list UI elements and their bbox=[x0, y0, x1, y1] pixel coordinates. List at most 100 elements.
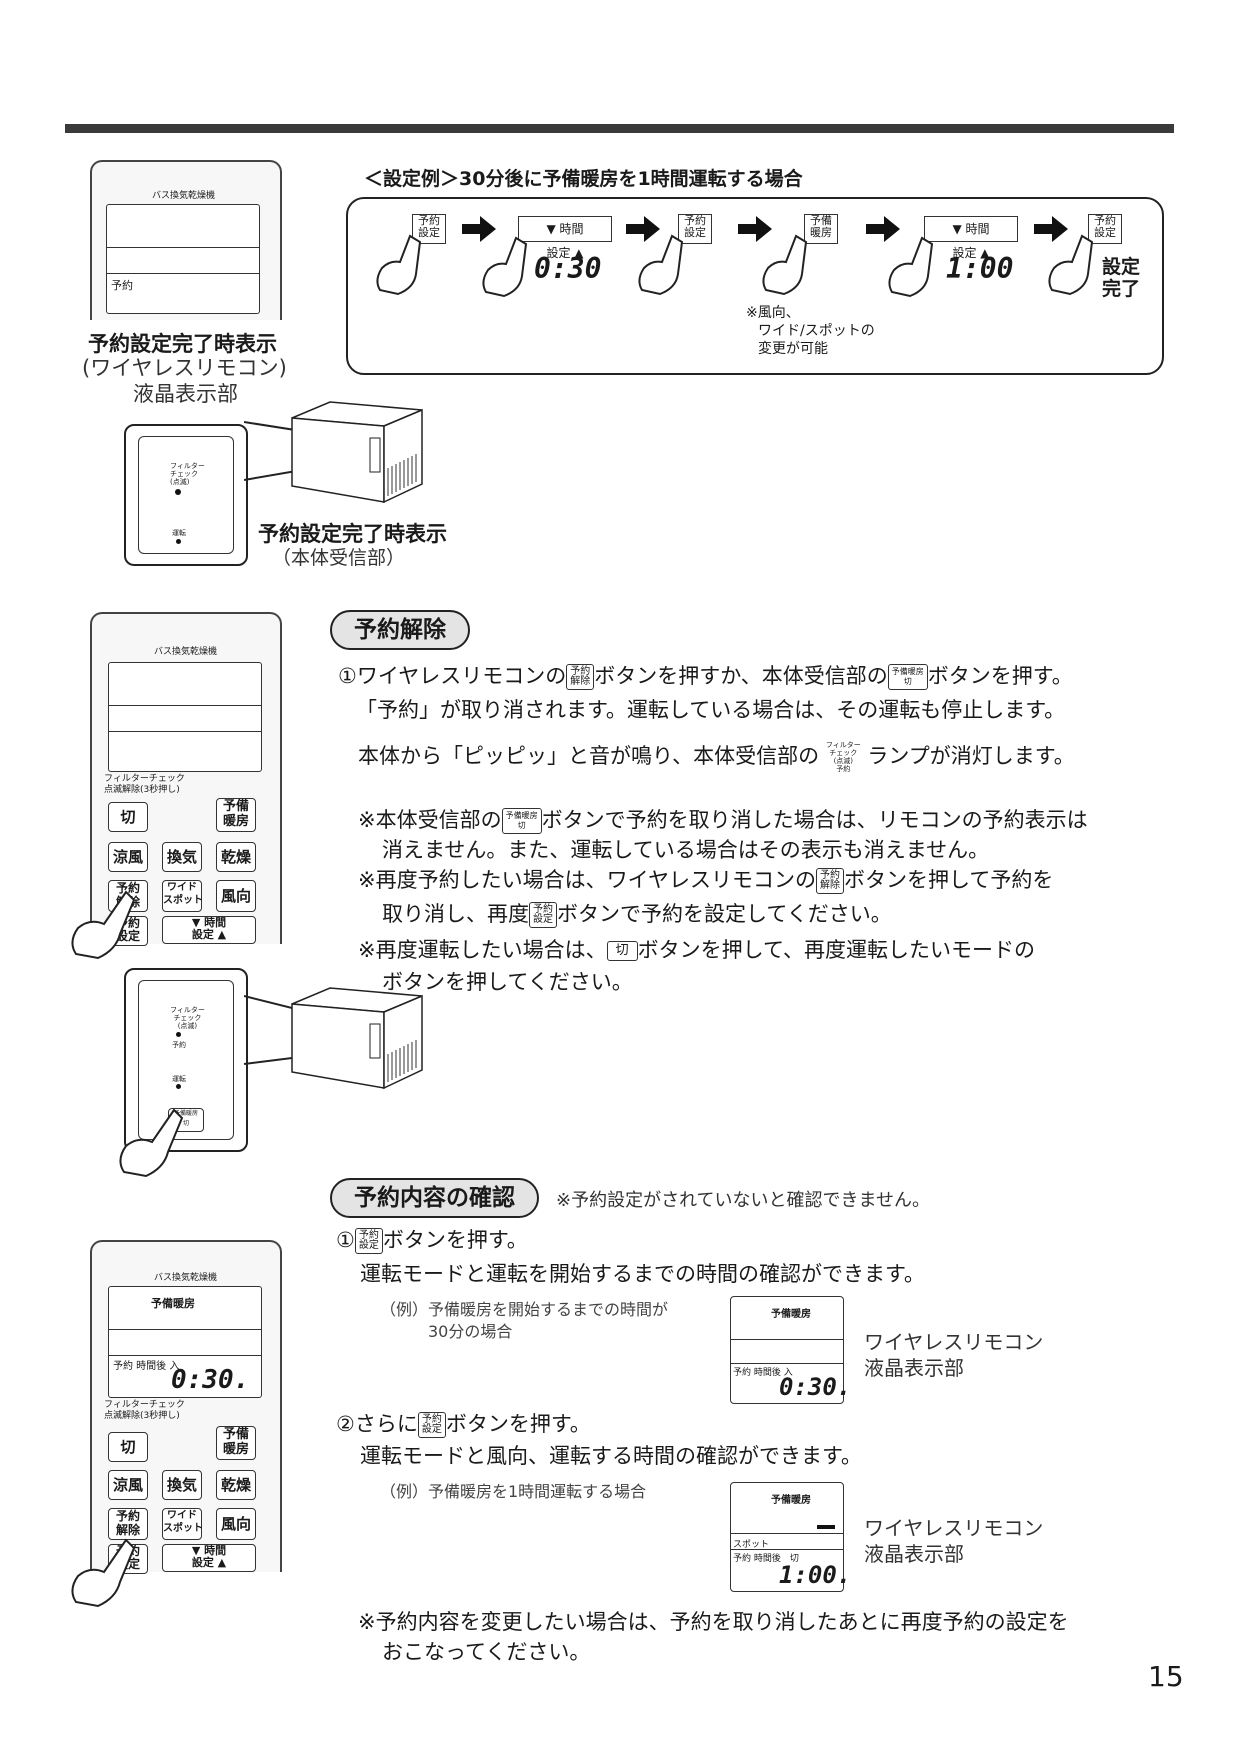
step4-note-line2: ワイド/スポットの bbox=[758, 323, 875, 339]
step4-preheat-button: 予備 暖房 bbox=[804, 214, 838, 244]
step2-hand-icon bbox=[482, 236, 528, 298]
remote-lcd: 予約 bbox=[106, 204, 260, 314]
remote-control-3: バス換気乾燥機 予備暖房 予約 時間後 入 0:30. フィルターチェック 点滅… bbox=[90, 1240, 282, 1574]
remote3-off-button[interactable]: 切 bbox=[108, 1432, 148, 1462]
arrow-icon-2 bbox=[626, 216, 660, 242]
unit2-lamp-run-icon bbox=[176, 1084, 181, 1089]
remote2-wind-dir-button[interactable]: 風向 bbox=[216, 880, 256, 912]
confirm-step1-a: ① bbox=[336, 1228, 355, 1252]
remote3-lcd-title: 予備暖房 bbox=[151, 1297, 195, 1310]
cancel-note2-a: ※再度予約したい場合は、ワイヤレスリモコンの bbox=[358, 868, 816, 892]
confirm-step2-a: ②さらに bbox=[336, 1412, 418, 1436]
cancel-note1-cont: 消えません。また、運転している場合はその表示も消えません。 bbox=[382, 838, 990, 862]
remote2-off-button[interactable]: 切 bbox=[108, 802, 148, 832]
cancel-note2-cont: 取り消し、再度予約 設定ボタンで予約を設定してください。 bbox=[382, 898, 892, 928]
arrow-icon-5 bbox=[1034, 216, 1068, 242]
unit2-lamp-filter-label: フィルター チェック (点滅) bbox=[170, 1006, 205, 1030]
remote3-hand-icon bbox=[71, 1538, 136, 1608]
remote3-wide-spot-button[interactable]: ワイド スポット bbox=[162, 1508, 203, 1540]
example1-line1: （例）予備暖房を開始するまでの時間が bbox=[380, 1300, 669, 1319]
example-heading: ＜設定例＞30分後に予備暖房を1時間運転する場合 bbox=[364, 168, 803, 190]
cancel-line1-a: ①ワイヤレスリモコンの bbox=[338, 664, 567, 688]
remote3-cool-button[interactable]: 涼風 bbox=[108, 1470, 148, 1500]
cancel-note2-d: ボタンで予約を設定してください。 bbox=[557, 902, 892, 926]
lcd-sample-2-value: 1:00. bbox=[779, 1561, 852, 1589]
step5-display-value: 1:00 bbox=[946, 252, 1014, 285]
reserve-cancel-key-icon: 予約 解除 bbox=[566, 664, 595, 690]
remote3-vent-button[interactable]: 換気 bbox=[162, 1470, 202, 1500]
lcd-sample-1: 予備暖房 予約 時間後 入 0:30. bbox=[730, 1296, 851, 1404]
step3-reserve-set-button: 予約 設定 bbox=[678, 214, 712, 244]
remote-control-1: バス換気乾燥機 予約 bbox=[90, 160, 282, 320]
lcd-sample-2: 予備暖房 スポット 予約 時間後 切 1:00. bbox=[730, 1482, 851, 1592]
example1-line2: 30分の場合 bbox=[428, 1322, 513, 1341]
unit1-caption: 予約設定完了時表示 bbox=[258, 522, 447, 546]
remote2-preheat-button[interactable]: 予備 暖房 bbox=[216, 798, 256, 832]
cancel-note1-a: ※本体受信部の bbox=[358, 808, 502, 832]
step2-time-button: ▼ 時間 設定 ▲ bbox=[518, 216, 612, 260]
remote1-caption-sub1-text: ワイヤレスリモコン bbox=[90, 356, 279, 380]
cancel-note3-cont: ボタンを押してください。 bbox=[382, 970, 633, 994]
note1-preheat-off-key-icon: 予備暖房 切 bbox=[501, 808, 542, 834]
cancel-note3: ※再度運転したい場合は、切ボタンを押して、再度運転したいモードの bbox=[358, 934, 1035, 964]
remote3-time-button[interactable]: ▼ 時間 設定 ▲ bbox=[162, 1544, 256, 1572]
remote2-hand-icon bbox=[71, 890, 136, 960]
remote3-preheat-button[interactable]: 予備 暖房 bbox=[216, 1426, 256, 1460]
confirm-step2-desc: 運転モードと風向、運転する時間の確認ができます。 bbox=[360, 1444, 862, 1468]
confirm-step1-reserve-set-key-icon: 予約 設定 bbox=[354, 1228, 383, 1254]
cancel-line3: 本体から「ピッピッ」と音が鳴り、本体受信部の フィルター チェック (点滅) 予… bbox=[358, 740, 1075, 773]
remote2-vent-button[interactable]: 換気 bbox=[162, 842, 202, 872]
lcd-caption-1b: 液晶表示部 bbox=[864, 1356, 964, 1380]
cancel-line2: 「予約」が取り消されます。運転している場合は、その運転も停止します。 bbox=[356, 698, 1066, 722]
cancel-note1-b: ボタンで予約を取り消した場合は、リモコンの予約表示は bbox=[541, 808, 1088, 832]
remote2-cool-button[interactable]: 涼風 bbox=[108, 842, 148, 872]
step4-note-line1: ※風向、 bbox=[746, 305, 800, 321]
final-note-line2: おこなってください。 bbox=[382, 1640, 591, 1664]
remote2-time-button[interactable]: ▼ 時間 設定 ▲ bbox=[162, 916, 256, 944]
unit2-detail-box: フィルター チェック (点滅) 予約 運転 予備暖房 切 bbox=[124, 968, 248, 1152]
unit1-lamp-run-icon bbox=[176, 539, 181, 544]
unit2-body-illustration bbox=[291, 987, 423, 1090]
example2-line1: （例）予備暖房を1時間運転する場合 bbox=[380, 1482, 647, 1501]
example-flow-box bbox=[346, 197, 1164, 375]
note2-reserve-cancel-key-icon: 予約 解除 bbox=[815, 868, 844, 894]
confirm-section-title: 予約内容の確認 bbox=[330, 1178, 539, 1218]
step5-hand-icon bbox=[888, 236, 934, 298]
remote-control-2: バス換気乾燥機 フィルターチェック 点滅解除(3秒押し) 切 予備 暖房 涼風 … bbox=[90, 612, 282, 946]
lcd-caption-2a: ワイヤレスリモコン bbox=[864, 1516, 1044, 1540]
lcd-sample-1-value: 0:30. bbox=[779, 1373, 852, 1401]
cancel-line1-c: ボタンを押す。 bbox=[927, 664, 1073, 688]
cancel-note3-b: ボタンを押して、再度運転したいモードの bbox=[637, 938, 1035, 962]
step5-time-button: ▼ 時間 設定 ▲ bbox=[924, 216, 1018, 260]
confirm-step2-reserve-set-key-icon: 予約 設定 bbox=[417, 1412, 446, 1438]
step6-reserve-set-button: 予約 設定 bbox=[1088, 214, 1122, 244]
remote2-dry-button[interactable]: 乾燥 bbox=[216, 842, 256, 872]
unit1-caption-sub: （本体受信部） bbox=[272, 547, 406, 569]
lcd-reserve-label: 予約 bbox=[111, 279, 133, 292]
off-key-icon: 切 bbox=[606, 941, 638, 961]
arrow-icon-4 bbox=[866, 216, 900, 242]
remote-title: バス換気乾燥機 bbox=[152, 191, 216, 201]
top-rule bbox=[65, 124, 1174, 133]
lcd-sample-1-title: 予備暖房 bbox=[771, 1309, 811, 1320]
lcd-sample-2-title: 予備暖房 bbox=[771, 1495, 811, 1506]
cancel-line1-b: ボタンを押すか、本体受信部の bbox=[594, 664, 888, 688]
remote3-dry-button[interactable]: 乾燥 bbox=[216, 1470, 256, 1500]
cancel-note2-b: ボタンを押して予約を bbox=[843, 868, 1054, 892]
remote3-lcd-label: 予約 時間後 入 bbox=[113, 1361, 180, 1372]
step2-display-value: 0:30 bbox=[534, 252, 602, 285]
preheat-off-key-icon: 予備暖房 切 bbox=[887, 664, 928, 690]
step6-complete-label: 設定 完了 bbox=[1102, 256, 1141, 300]
confirm-note: ※予約設定がされていないと確認できません。 bbox=[556, 1190, 930, 1211]
cancel-note2: ※再度予約したい場合は、ワイヤレスリモコンの予約 解除ボタンを押して予約を bbox=[358, 864, 1053, 894]
cancel-line3-b: ランプが消灯します。 bbox=[867, 744, 1075, 768]
unit2-lamp-reserve-label: 予約 bbox=[172, 1041, 186, 1049]
remote2-title: バス換気乾燥機 bbox=[154, 647, 218, 657]
remote3-wind-dir-button[interactable]: 風向 bbox=[216, 1508, 256, 1540]
remote2-wide-spot-button[interactable]: ワイド スポット bbox=[162, 880, 203, 912]
confirm-step2: ②さらに予約 設定ボタンを押す。 bbox=[336, 1408, 591, 1438]
remote3-reserve-cancel-button[interactable]: 予約 解除 bbox=[108, 1508, 148, 1540]
unit1-body-illustration bbox=[291, 401, 423, 504]
cancel-line3-a: 本体から「ピッピッ」と音が鳴り、本体受信部の bbox=[358, 744, 820, 768]
